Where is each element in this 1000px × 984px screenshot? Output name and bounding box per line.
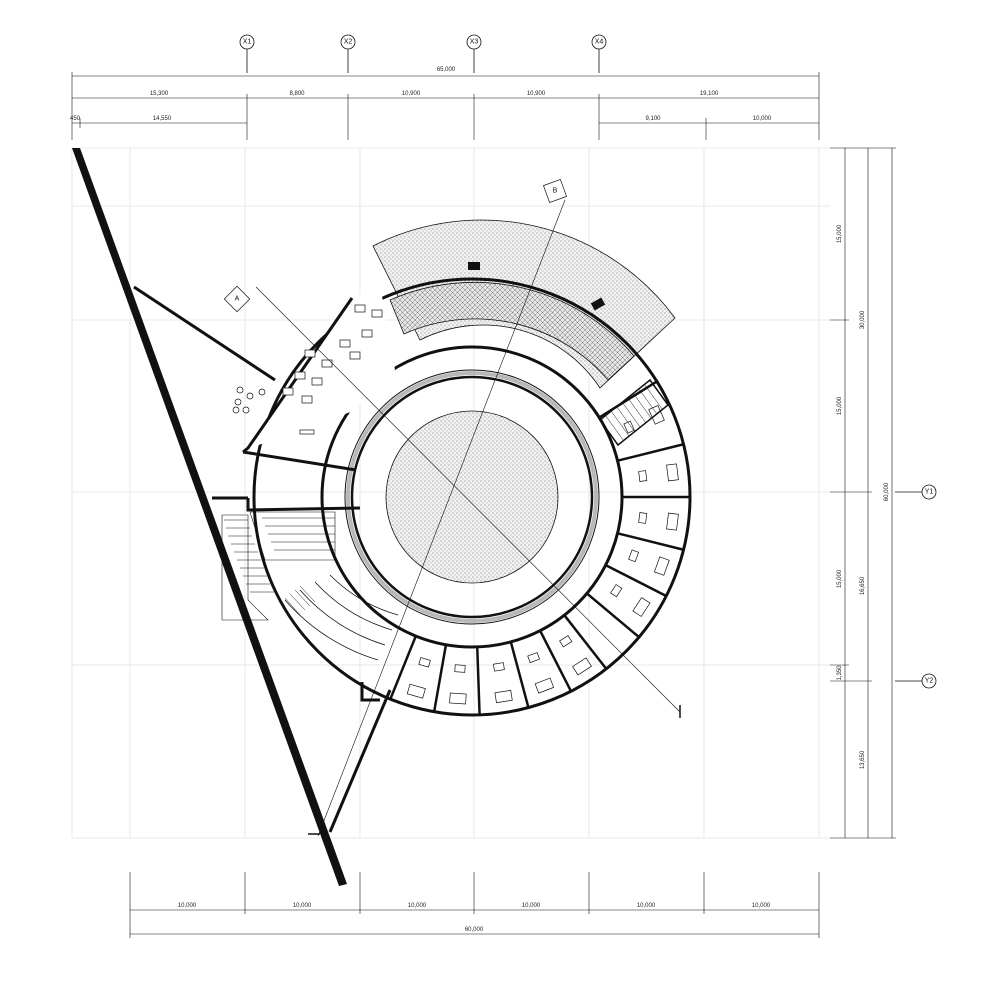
stair-tread [599, 419, 619, 446]
dim-right-1: 15,000 [837, 224, 843, 243]
desk-east-4 [610, 584, 623, 598]
room-wall-east-3 [617, 532, 684, 551]
dim-right-bottom: 13,650 [860, 750, 866, 769]
terrace-planter-2 [590, 297, 606, 311]
desk-south-4 [418, 657, 431, 668]
axis-label-x1: X1 [243, 39, 252, 46]
dining-tables [282, 304, 383, 435]
stair-tread [633, 393, 652, 419]
guest-rooms-east [586, 380, 690, 639]
terrace-planter-1 [468, 262, 480, 270]
dim-right-4: 1,350 [837, 665, 843, 681]
bed-east-4 [632, 597, 651, 617]
north-east-stair [598, 378, 670, 447]
desk-south-2 [493, 662, 505, 672]
stair-tread [605, 415, 624, 441]
dim-bottom-4: 10,000 [522, 903, 541, 909]
dim-top-row1-1: 15,300 [150, 91, 169, 97]
bed-east-2 [666, 512, 679, 531]
dim-top-row1-4: 10,900 [527, 91, 546, 97]
dim-right-3: 15,000 [837, 569, 843, 588]
bed-south-4 [406, 683, 426, 699]
room-wall-south-2 [509, 641, 530, 708]
room-wall-south-3 [475, 646, 481, 715]
room-wall-south-5 [389, 635, 417, 700]
dim-top-row2-left: 14,550 [153, 116, 172, 122]
desk-east-0 [623, 420, 635, 434]
guest-rooms-south [389, 614, 608, 715]
axis-marker-y1: Y1 [895, 484, 937, 500]
row-axis-markers: Y1 Y2 [895, 484, 937, 689]
section-label-a: A [235, 296, 240, 303]
dim-top-row2-right-1: 9,100 [645, 116, 661, 122]
stair-tread [644, 384, 663, 410]
axis-label-x4: X4 [595, 39, 604, 46]
room-wall-east-1 [617, 443, 684, 462]
room-wall-south-1 [538, 630, 573, 692]
dim-right-lower: 16,650 [860, 576, 866, 595]
axis-marker-y2: Y2 [895, 673, 937, 689]
desk-south-1 [527, 652, 541, 664]
diagonal-boundary-wall [72, 148, 347, 886]
auditorium [221, 498, 399, 833]
dining-wing [232, 285, 395, 472]
central-atrium [385, 410, 559, 584]
bed-south-1 [534, 677, 555, 694]
dim-right-total: 60,000 [884, 482, 890, 501]
bed-south-3 [449, 692, 467, 705]
dim-bottom-1: 10,000 [178, 903, 197, 909]
dim-bottom-total: 60,000 [465, 927, 484, 933]
axis-label-x3: X3 [470, 39, 479, 46]
dim-bottom-5: 10,000 [637, 903, 656, 909]
dim-bottom-6: 10,000 [752, 903, 771, 909]
dim-bottom-3: 10,000 [408, 903, 427, 909]
room-wall-east-0 [598, 380, 658, 419]
section-line-a: A [223, 285, 681, 718]
axis-marker-x3: X3 [466, 34, 482, 73]
dim-top-row1-3: 10,900 [402, 91, 421, 97]
dim-top-total: 65,000 [437, 67, 456, 73]
north-corridor-hatch [389, 282, 635, 381]
dim-top-row1-5: 19,100 [700, 91, 719, 97]
axis-marker-x2: X2 [340, 34, 356, 73]
axis-marker-x4: X4 [591, 34, 607, 73]
axis-label-y1: Y1 [925, 489, 934, 496]
stair-tread [610, 410, 630, 437]
stair-tread [616, 406, 635, 432]
section-line-b: B [308, 179, 567, 837]
axis-marker-x1: X1 [239, 34, 255, 73]
stair-tread [622, 402, 641, 428]
bed-east-1 [666, 463, 679, 482]
room-wall-south-4 [432, 644, 448, 712]
bed-east-3 [653, 556, 670, 576]
axis-label-y2: Y2 [925, 678, 934, 685]
bottom-dimensions: 10,000 10,000 10,000 10,000 10,000 10,00… [129, 872, 820, 938]
desk-east-2 [638, 512, 648, 524]
desk-south-0 [559, 635, 573, 648]
dim-right-2: 15,000 [837, 396, 843, 415]
axis-label-x2: X2 [344, 39, 353, 46]
desk-south-3 [454, 664, 466, 673]
bed-south-0 [572, 657, 592, 676]
dim-top-row2-right-2: 10,000 [753, 116, 772, 122]
room-wall-east-5 [586, 592, 640, 639]
stair-tread [638, 388, 658, 415]
desk-east-1 [638, 470, 648, 482]
dim-right-mid: 30,000 [860, 310, 866, 329]
column-axis-markers: X1 X2 X3 X4 [239, 34, 607, 73]
room-wall-south-0 [563, 614, 608, 670]
dim-top-row1-2: 8,800 [289, 91, 305, 97]
dim-top-row2-small: 450 [70, 116, 81, 122]
dim-bottom-2: 10,000 [293, 903, 312, 909]
right-dimensions: 15,000 15,000 15,000 1,350 30,000 16,650… [830, 147, 896, 839]
outdoor-seating [232, 386, 266, 414]
stair-tread [627, 397, 646, 423]
bed-south-2 [494, 689, 513, 704]
section-label-b: B [553, 188, 558, 195]
room-wall-east-4 [605, 563, 667, 598]
top-dimensions: 65,000 15,300 8,800 10,900 10,900 19,100… [70, 67, 820, 140]
desk-east-3 [628, 549, 640, 563]
